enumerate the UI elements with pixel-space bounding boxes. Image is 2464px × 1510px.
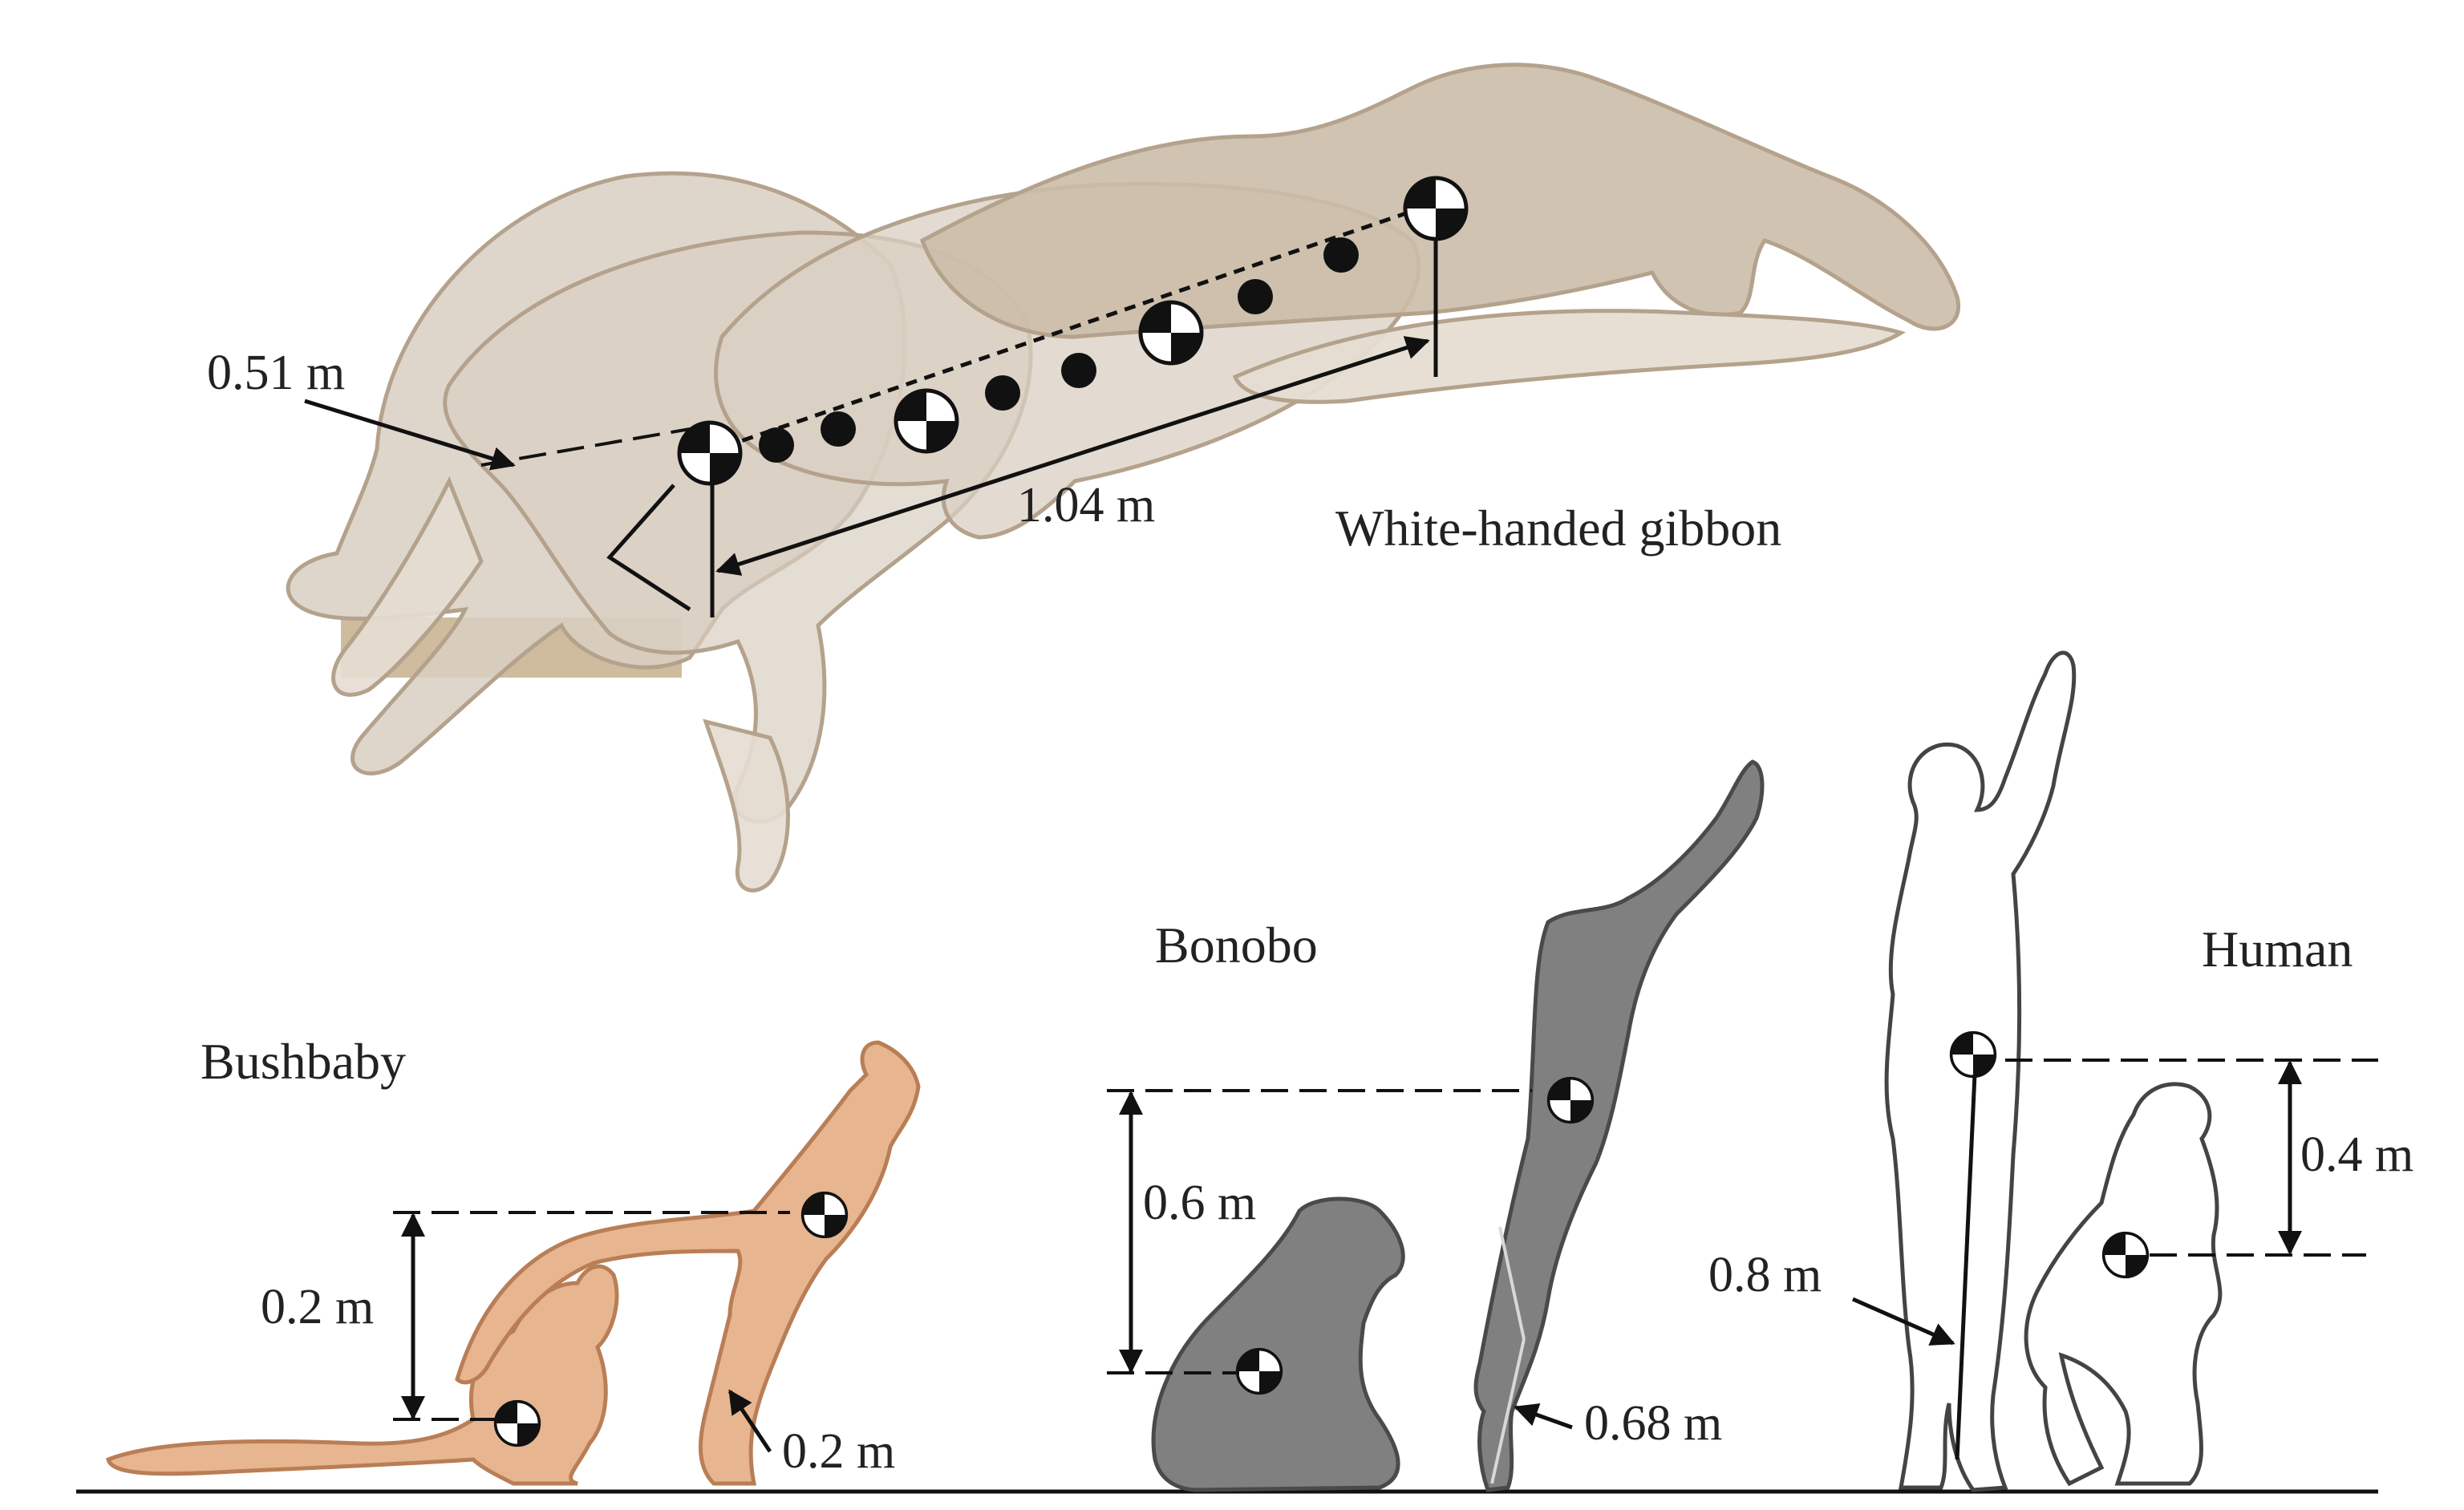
bushbaby-leg-label: 0.2 m: [782, 1424, 895, 1479]
bonobo-leaping: [1473, 759, 1765, 1492]
bushbaby-figure: Bushbaby 0.2 m 0.2 m: [106, 1033, 921, 1486]
bushbaby-name-label: Bushbaby: [201, 1033, 406, 1090]
centre-of-mass-icon: [800, 1191, 849, 1239]
centre-of-mass-icon: [493, 1399, 541, 1447]
gibbon-leap-label: 1.04 m: [1017, 478, 1155, 532]
gibbon-stance-dash: [480, 427, 691, 467]
human-leg-arrow: [1851, 1297, 1955, 1346]
gibbon-trailing-leg: [331, 476, 484, 697]
gibbon-stance-arrow: [304, 399, 516, 471]
human-leg-label: 0.8 m: [1708, 1248, 1822, 1302]
human-rise-label: 0.4 m: [2300, 1127, 2413, 1182]
bonobo-name-label: Bonobo: [1155, 917, 1318, 974]
human-name-label: Human: [2202, 921, 2353, 978]
centre-of-mass-icon: [1546, 1076, 1595, 1124]
centre-of-mass-icon: [679, 423, 740, 484]
human-squatting: [2024, 1082, 2223, 1487]
bushbaby-crouched: [106, 1264, 619, 1486]
gibbon-leap-arrow: [715, 336, 1430, 576]
gibbon-name-label: White-handed gibbon: [1335, 500, 1781, 557]
gibbon-stance-leg-line: [606, 484, 691, 612]
gibbon-trajectory-line: [705, 202, 1433, 455]
bushbaby-leg-arrow: [727, 1389, 772, 1453]
bonobo-figure: Bonobo 0.6 m 0.68 m: [1107, 759, 1765, 1492]
centre-of-mass-icon: [2101, 1231, 2150, 1279]
centre-of-mass-icon: [1235, 1347, 1283, 1395]
gibbon-figure: 0.51 m 1.04 m White-handed gibbon: [207, 63, 1961, 893]
centre-of-mass-icon: [1405, 178, 1466, 239]
bushbaby-rise-label: 0.2 m: [261, 1280, 374, 1334]
bonobo-rise-label: 0.6 m: [1143, 1176, 1256, 1230]
centre-of-mass-icon: [1949, 1030, 1997, 1079]
centre-of-mass-icon: [1141, 302, 1202, 363]
bonobo-leg-highlight: [1498, 1226, 1526, 1340]
bonobo-leg-arrow: [1514, 1403, 1573, 1430]
bonobo-leg-highlight: [1490, 1338, 1526, 1484]
human-leg-line: [1955, 1074, 1977, 1460]
bonobo-leg-label: 0.68 m: [1584, 1396, 1722, 1451]
gibbon-hanging-leg: [703, 719, 790, 893]
human-figure: Human 0.4 m 0.8 m: [1708, 650, 2413, 1492]
centre-of-mass-icon: [896, 391, 957, 451]
gibbon-stance-label: 0.51 m: [207, 346, 345, 400]
bonobo-crouched: [1151, 1196, 1405, 1492]
